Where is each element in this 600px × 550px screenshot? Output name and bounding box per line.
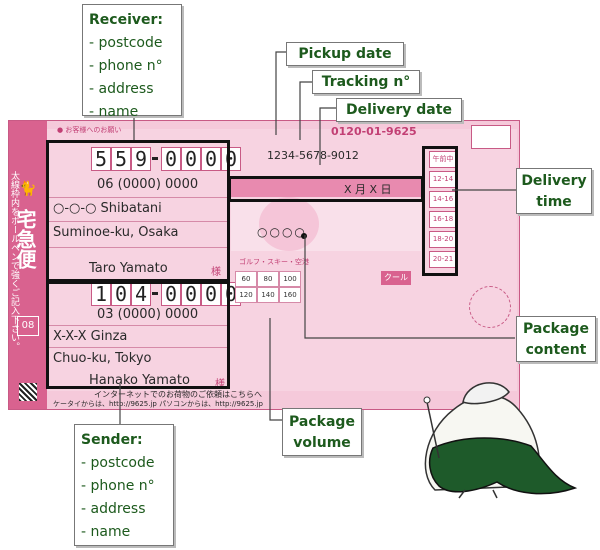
mobile-info-text: ケータイからは、http://9625.jp パソコンからは、http://96… [53,400,263,408]
receiver-callout: Receiver: - postcode - phone n° - addres… [82,4,182,120]
sender-name: Hanako Yamato [89,373,190,388]
volume-cell: 120 [235,287,257,303]
receiver-callout-item: - phone n° [89,58,163,74]
postcode-dash [152,157,158,160]
receiver-row-line [49,247,229,248]
slip-left-band [9,121,47,409]
sender-postcode-field: 1 0 4 0 0 0 0 [89,281,241,307]
postcode-digit: 5 [111,147,131,171]
receiver-callout-item: - address [89,81,154,97]
cat-logo-icon: 🐈 [19,181,37,197]
postcode-digit: 9 [131,147,151,171]
receiver-name: Taro Yamato [89,261,168,276]
postcode-digit: 5 [91,147,111,171]
pickup-date-callout: Pickup date [286,42,404,66]
golf-ski-text: ゴルフ・スキー・空港 [239,258,309,266]
volume-cell: 160 [279,287,301,303]
package-content-callout-line: content [525,342,587,358]
volume-cell: 140 [257,287,279,303]
time-slot-cell: 12-14 [429,171,457,188]
cat-watermark-icon [259,197,319,251]
postcode-digit: 0 [111,282,131,306]
package-volume-callout: Package volume [282,408,362,456]
package-content-callout-line: Package [523,321,589,337]
receiver-row-line [49,221,229,222]
sender-callout: Sender: - postcode - phone n° - address … [74,424,174,546]
package-content-callout: Package content [516,316,596,362]
volume-header-row: 60 80 100 120 140 160 [235,271,323,305]
time-slot-cell: 18-20 [429,231,457,248]
content-pointer-dot [301,233,307,239]
sender-callout-title: Sender: [81,432,143,448]
sender-callout-item: - phone n° [81,478,155,494]
receiver-phone: 06 (0000) 0000 [97,177,199,192]
postcode-digit: 0 [161,147,181,171]
sender-callout-item: - name [81,524,131,540]
receiver-row-line [49,197,229,198]
sender-row-line [49,347,229,348]
package-volume-callout-line: Package [289,414,355,430]
receiver-callout-item: - name [89,104,139,120]
delivery-time-callout-line: Delivery [521,173,587,189]
postcode-digit: 1 [91,282,111,306]
corner-stamp-box [471,125,511,149]
delivery-date-band [231,177,421,197]
postcode-digit: 0 [201,147,221,171]
internet-info-text: インターネットでのお荷物のご依頼はこちらへ [94,390,262,399]
sender-row-line [49,325,229,326]
receiver-callout-item: - postcode [89,35,163,51]
receiver-address-line1: ○-○-○ Shibatani [53,201,162,216]
delivery-time-callout: Delivery time [516,168,592,214]
phone-number: 0120-01-9625 [331,125,417,138]
postcode-digit: 0 [201,282,221,306]
service-code-box: 08 [17,316,39,336]
sender-phone: 03 (0000) 0000 [97,307,199,322]
receiver-honorific: 様 [211,267,221,278]
sender-callout-item: - postcode [81,455,155,471]
volume-cell: 80 [257,271,279,287]
sender-address-line1: X-X-X Ginza [53,329,128,344]
volume-cell: 60 [235,271,257,287]
delivery-date-text: X 月 X 日 [344,183,392,196]
postcode-digit: 4 [131,282,151,306]
cool-label-box: クール [381,271,411,285]
sender-highlight-box [46,279,230,389]
package-volume-callout-line: volume [293,435,351,451]
delivery-time-callout-line: time [536,194,572,210]
delivery-time-highlight-box [422,146,458,276]
content-text: ○○○○ [257,225,307,239]
delivery-slip: 宅急便 太線枠内をボールペンで強くご記入下さい。 🐈 08 ● お客様へのお願い… [8,120,520,410]
onigiri-mascot-illustration [423,382,578,499]
stamp-circle [469,286,511,328]
header-small-text: ● お客様へのお願い [57,126,122,134]
sender-honorific: 様 [215,379,225,390]
receiver-address-line2: Suminoe-ku, Osaka [53,225,179,240]
volume-cell: 100 [279,271,301,287]
postcode-digit: 0 [181,147,201,171]
sender-address-line2: Chuo-ku, Tokyo [53,351,152,366]
tracking-callout: Tracking n° [312,70,420,94]
receiver-callout-title: Receiver: [89,12,163,28]
receiver-highlight-box [46,140,230,284]
instruction-vertical-text: 太線枠内をボールペンで強くご記入下さい。 [9,171,19,351]
qr-code-icon [19,383,37,401]
brand-vertical-text: 宅急便 [13,209,37,269]
sender-callout-item: - address [81,501,146,517]
postcode-dash [152,292,158,295]
delivery-date-callout: Delivery date [336,98,462,122]
tracking-number: 1234-5678-9012 [267,149,359,162]
postcode-digit: 0 [181,282,201,306]
receiver-postcode-field: 5 5 9 0 0 0 0 [89,145,241,171]
